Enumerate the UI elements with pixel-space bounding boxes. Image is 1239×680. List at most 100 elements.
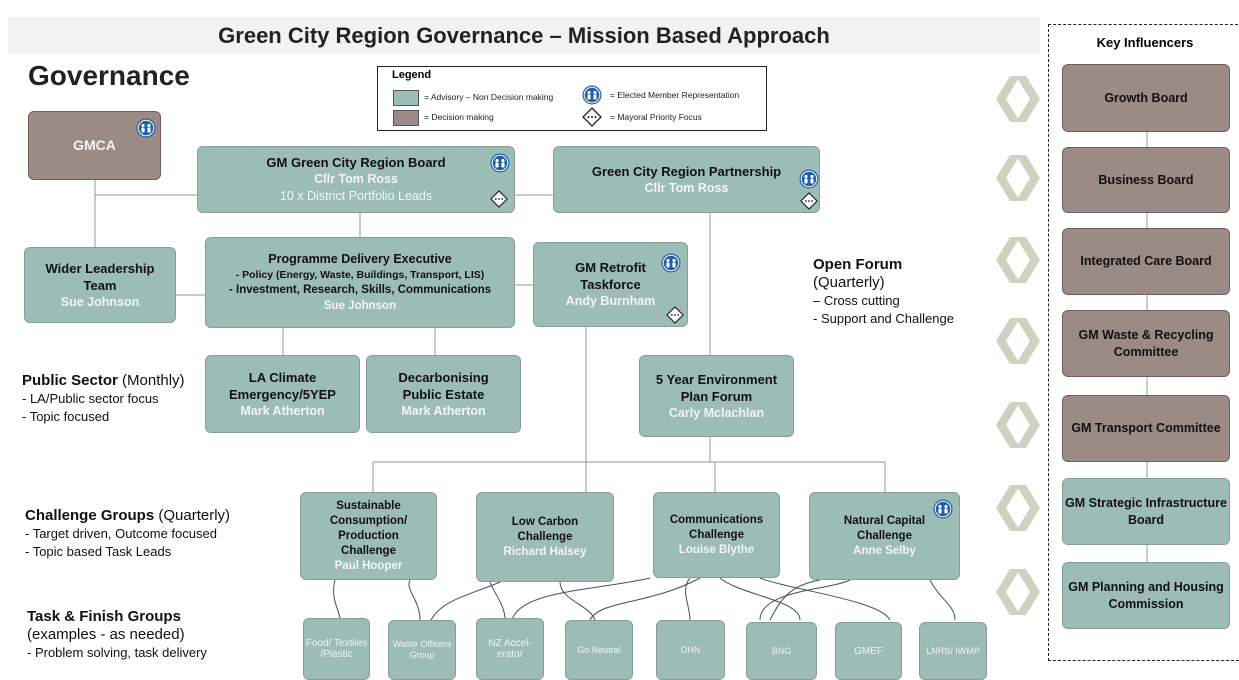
task-finish-text: Task & Finish Groups (examples - as need… (27, 608, 207, 662)
wider-lead: Sue Johnson (60, 294, 140, 309)
task-group-label: Go Neutral (577, 644, 621, 655)
task-group-label: NZ Accel- erator (488, 638, 532, 660)
challenge-groups-heading: Challenge Groups (25, 507, 155, 524)
wider-name-2: Team (83, 277, 117, 293)
legend-decision-label: = Decision making (424, 112, 494, 122)
influencer-label: GM Planning and Housing Commission (1068, 579, 1224, 611)
open-forum-line2: - Support and Challenge (813, 311, 954, 326)
public-sector-heading: Public Sector (22, 372, 118, 389)
double-arrow-icon (996, 76, 1040, 122)
la-climate-emergency-box: LA Climate Emergency/5YEP Mark Atherton (205, 355, 360, 433)
challenge-groups-freq: (Quarterly) (154, 507, 231, 524)
elected-member-icon (582, 85, 602, 105)
fiveyear-name-2: Plan Forum (680, 388, 753, 404)
retrofit-name-1: GM Retrofit (575, 260, 646, 275)
sustainable-name-2: Consumption/ (329, 514, 408, 527)
task-finish-line1: - Problem solving, task delivery (27, 645, 207, 660)
key-influencers-panel-bottom (1048, 660, 1239, 661)
wider-name-1: Wider Leadership (45, 260, 155, 276)
elected-member-icon (799, 169, 819, 189)
challenge-groups-line1: - Target driven, Outcome focused (25, 526, 217, 541)
laclimate-lead: Mark Atherton (240, 403, 325, 418)
board-sub: 10 x District Portfolio Leads (279, 189, 433, 203)
lowcarbon-name-2: Challenge (517, 530, 573, 543)
programme-delivery-executive-box: Programme Delivery Executive - Policy (E… (205, 237, 515, 328)
influencer-label: Business Board (1098, 172, 1194, 187)
pde-line2: - Investment, Research, Skills, Communic… (228, 283, 492, 296)
influencer-box: GM Strategic Infrastructure Board (1062, 478, 1230, 545)
influencer-box: Integrated Care Board (1062, 228, 1230, 295)
lowcarbon-lead: Richard Halsey (503, 545, 587, 558)
lowcarbon-name-1: Low Carbon (511, 515, 579, 528)
influencer-label: GM Waste & Recycling Committee (1078, 327, 1214, 359)
task-group-box: DHN (656, 620, 725, 680)
task-finish-heading: Task & Finish Groups (27, 608, 181, 625)
mayoral-priority-icon (582, 107, 602, 127)
task-group-label: Waste Officers Group (392, 639, 452, 660)
task-group-box: BNG (746, 622, 817, 680)
legend-elected-label: = Elected Member Representation (610, 90, 740, 100)
decarb-name-1: Decarbonising (398, 369, 489, 385)
sustainable-name-1: Sustainable (336, 499, 401, 512)
board-name: GM Green City Region Board (266, 155, 446, 170)
natural-name-1: Natural Capital (843, 514, 926, 527)
title-bar (8, 17, 1040, 54)
task-group-box: Food/ Textiles /Plastic (303, 618, 370, 680)
partnership-lead: Cllr Tom Ross (644, 180, 729, 195)
task-group-label: BNG (771, 645, 792, 656)
task-group-label: LNRS/ IWMP (926, 645, 980, 656)
communications-challenge-box: Communications Challenge Louise Blythe (653, 492, 780, 578)
public-sector-text: Public Sector (Monthly) - LA/Public sect… (22, 372, 185, 426)
page-title: Green City Region Governance – Mission B… (218, 23, 830, 48)
task-group-label: GMEF (854, 645, 883, 657)
wider-leadership-team-box: Wider Leadership Team Sue Johnson (24, 247, 176, 323)
double-arrow-icon (996, 155, 1040, 201)
sustainable-name-3: Production (338, 529, 399, 542)
green-city-region-board-box: GM Green City Region Board Cllr Tom Ross… (197, 146, 515, 213)
legend-title: Legend (392, 69, 432, 81)
governance-heading: Governance (28, 60, 190, 91)
green-city-region-partnership-box: Green City Region Partnership Cllr Tom R… (553, 146, 820, 213)
decarbonising-public-estate-box: Decarbonising Public Estate Mark Atherto… (366, 355, 521, 433)
task-group-box: Go Neutral (565, 620, 633, 680)
natural-name-2: Challenge (857, 529, 912, 542)
low-carbon-challenge-box: Low Carbon Challenge Richard Halsey (476, 492, 614, 582)
influencer-box: Growth Board (1062, 64, 1230, 132)
legend-advisory-swatch (393, 90, 419, 106)
laclimate-name-2: Emergency/5YEP (229, 386, 336, 402)
elected-member-icon (661, 253, 681, 273)
task-group-box: NZ Accel- erator (476, 618, 544, 680)
open-forum-line1: – Cross cutting (813, 293, 900, 308)
retrofit-name-2: Taskforce (580, 277, 641, 292)
key-influencers-title: Key Influencers (1096, 35, 1194, 50)
mayoral-priority-icon (666, 306, 684, 324)
influencer-label: Growth Board (1104, 90, 1188, 105)
fiveyear-name-1: 5 Year Environment (655, 371, 778, 387)
comms-lead: Louise Blythe (678, 543, 755, 556)
pde-lead: Sue Johnson (323, 299, 397, 312)
mayoral-priority-icon (800, 192, 818, 210)
partnership-name: Green City Region Partnership (591, 163, 782, 179)
elected-member-icon (136, 118, 156, 138)
comms-name-2: Challenge (689, 528, 744, 541)
open-forum-text: Open Forum (Quarterly) – Cross cutting -… (813, 256, 954, 328)
natural-lead: Anne Selby (853, 544, 916, 557)
influencer-label: Integrated Care Board (1080, 254, 1212, 268)
public-sector-line2: - Topic focused (22, 409, 110, 424)
retrofit-lead: Andy Burnham (565, 294, 656, 308)
board-lead: Cllr Tom Ross (314, 172, 398, 186)
challenge-groups-line2: - Topic based Task Leads (25, 544, 172, 559)
influencer-box: Business Board (1062, 147, 1230, 213)
influencer-label: GM Transport Committee (1071, 421, 1221, 435)
laclimate-name-1: LA Climate (248, 369, 317, 385)
gmca-label: GMCA (73, 137, 116, 153)
pde-name: Programme Delivery Executive (268, 251, 452, 266)
double-arrow-icon (996, 569, 1040, 615)
legend-mayoral-label: = Mayoral Priority Focus (610, 112, 702, 122)
double-arrow-icon (996, 318, 1040, 364)
challenge-groups-text: Challenge Groups (Quarterly) - Target dr… (25, 507, 230, 561)
sustainable-lead: Paul Hooper (334, 559, 403, 572)
sustainable-name-4: Challenge (341, 544, 396, 557)
open-forum-freq: (Quarterly) (813, 274, 885, 291)
